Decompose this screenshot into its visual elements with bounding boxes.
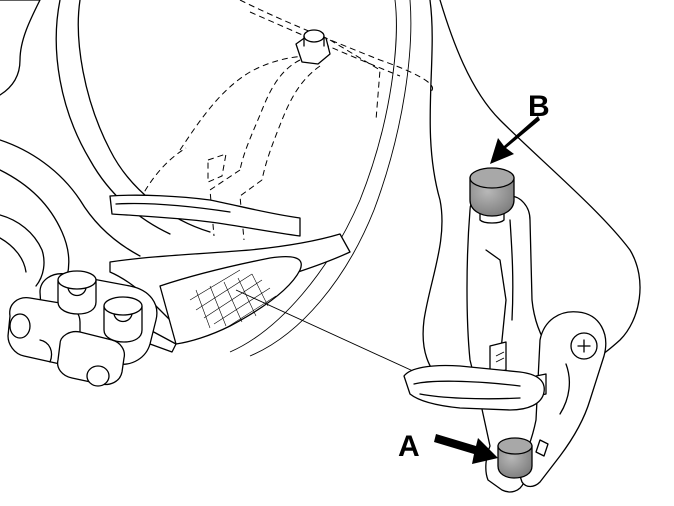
lower-hinge-left <box>7 273 158 387</box>
door-check-link <box>403 364 545 411</box>
bolt-a <box>497 437 533 479</box>
door-panel <box>229 0 641 379</box>
check-strap <box>109 194 351 353</box>
arrow-b-icon <box>490 116 540 164</box>
callout-a-label: A <box>398 430 420 463</box>
arrow-a-icon <box>434 434 498 464</box>
strap-hatching <box>189 269 277 329</box>
door-hinge-right <box>466 195 607 493</box>
hinge-bolt-left-1 <box>57 270 97 315</box>
body-pillar <box>0 0 211 291</box>
callout-a: A <box>398 430 498 464</box>
upper-pillar-bolt <box>295 29 331 65</box>
bolt-b <box>469 167 515 224</box>
hinge-bolt-left-2 <box>103 296 143 343</box>
callout-b-label: B <box>528 90 550 123</box>
callout-b: B <box>490 90 550 164</box>
